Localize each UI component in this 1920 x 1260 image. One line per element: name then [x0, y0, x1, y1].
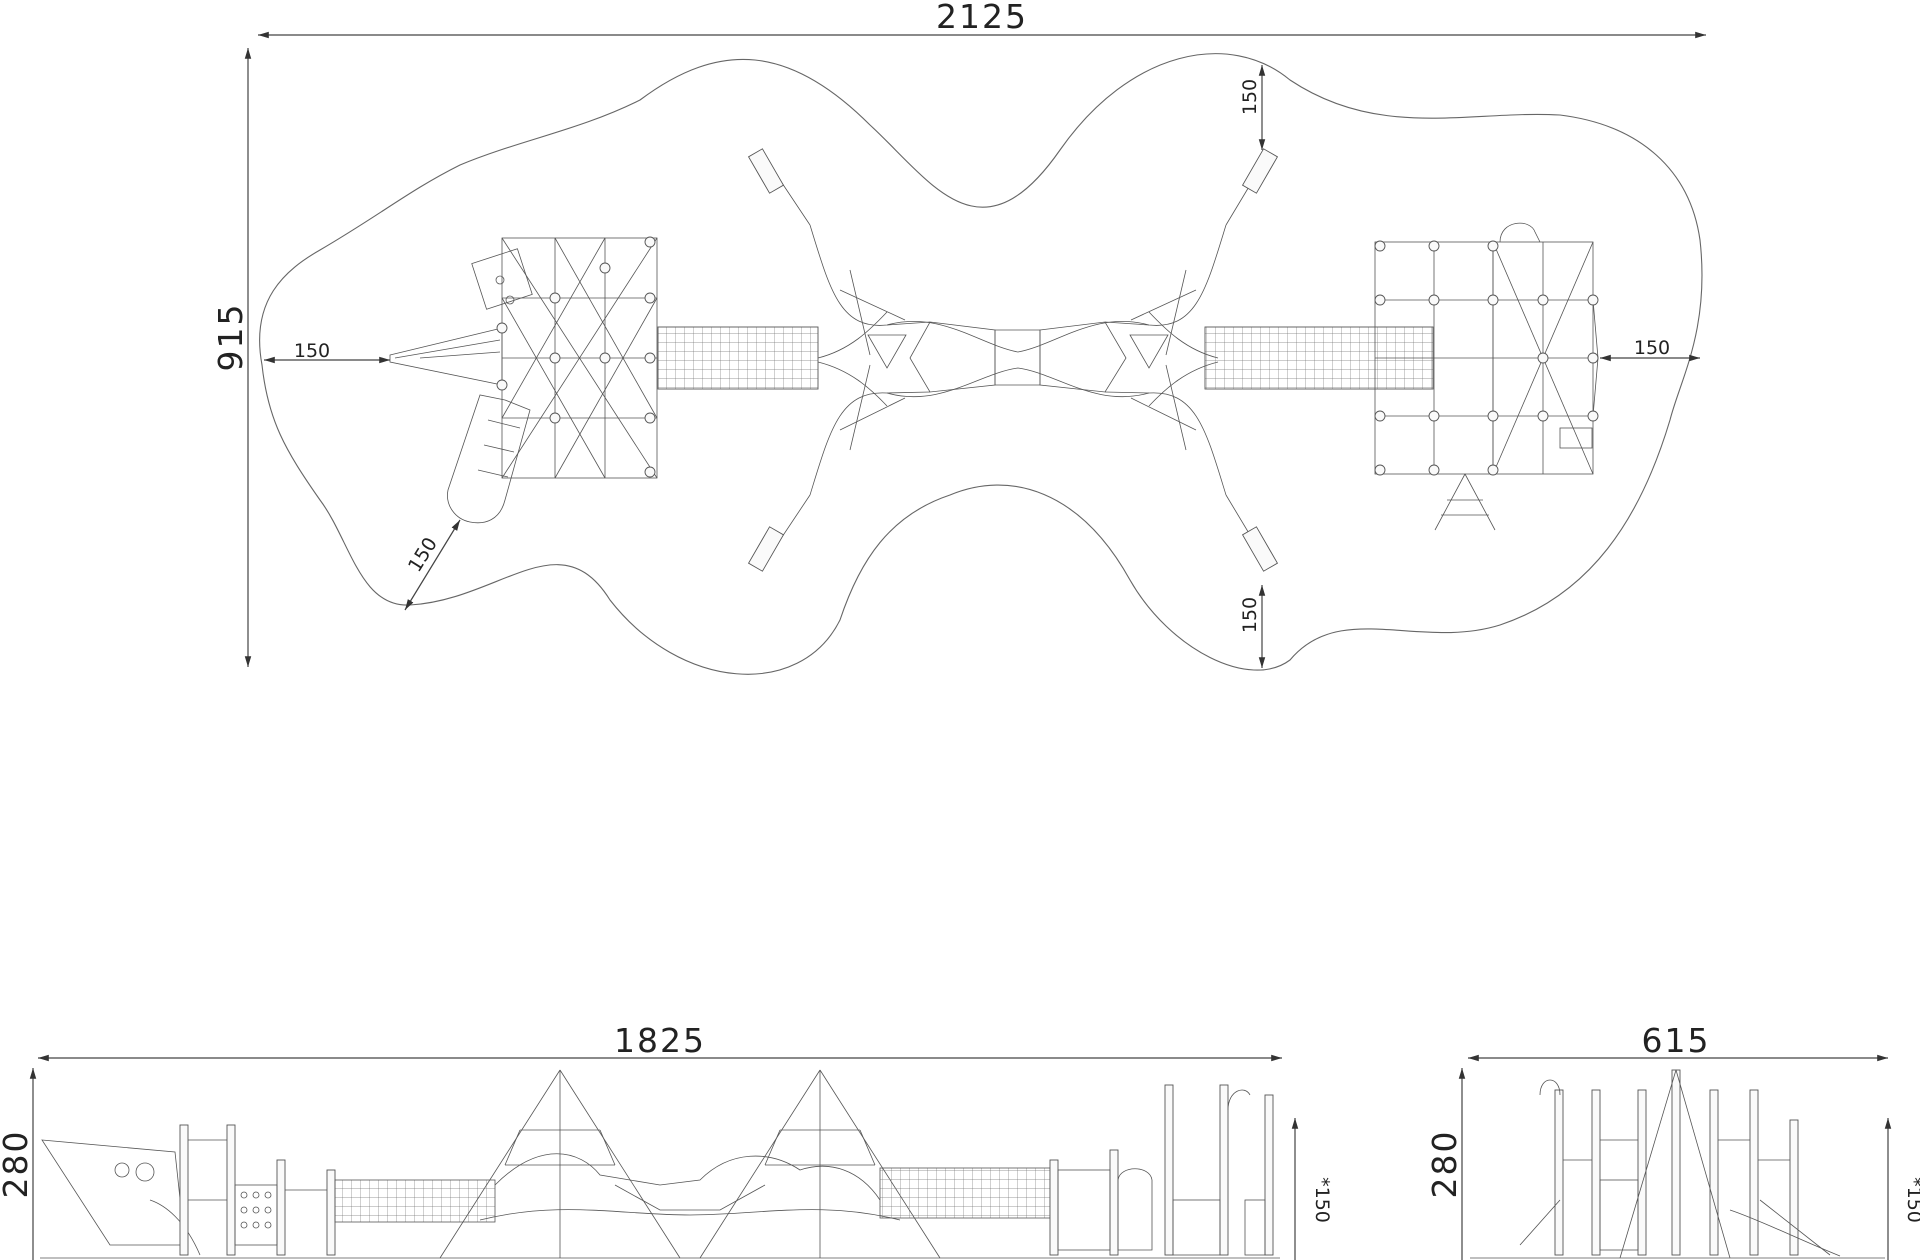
side-left-tower [179, 1124, 336, 1256]
safety-zone-outline [259, 53, 1703, 675]
plan-view: 2125 915 150 150 150 150 150 [211, 0, 1706, 675]
slide-clearance-label: 150 [404, 534, 442, 576]
end-safety-height-label: *150 [1903, 1177, 1920, 1223]
side-safety-height-label: *150 [1311, 1177, 1333, 1223]
left-tube-slide [447, 394, 531, 524]
left-net-bridge [657, 326, 819, 390]
left-tower-frame [471, 236, 658, 479]
plan-width-label: 2125 [936, 0, 1028, 36]
side-right-tower [1049, 1084, 1274, 1256]
left-wedge-ramp [389, 327, 503, 386]
plan-depth-label: 915 [211, 303, 250, 372]
top-clearance-label: 150 [1239, 79, 1261, 115]
end-structure [1519, 1069, 1841, 1259]
right-clearance-label: 150 [1634, 337, 1670, 359]
side-height-label: 280 [0, 1130, 35, 1199]
central-net-structure [769, 164, 1263, 556]
side-elevation: 1825 280 *150 [0, 1021, 1333, 1260]
side-right-net [879, 1167, 1051, 1219]
left-clearance-label: 150 [294, 340, 330, 362]
side-left-wedge [41, 1139, 201, 1256]
side-net-towers [439, 1069, 941, 1259]
end-width-label: 615 [1642, 1021, 1711, 1060]
side-left-net [334, 1179, 496, 1223]
ground-anchors [747, 148, 1279, 572]
bottom-clearance-label: 150 [1239, 597, 1261, 633]
side-length-label: 1825 [614, 1021, 706, 1060]
end-height-label: 280 [1425, 1130, 1464, 1199]
right-tower-frame [1374, 222, 1599, 531]
end-elevation: 615 280 *150 [1425, 1021, 1920, 1260]
